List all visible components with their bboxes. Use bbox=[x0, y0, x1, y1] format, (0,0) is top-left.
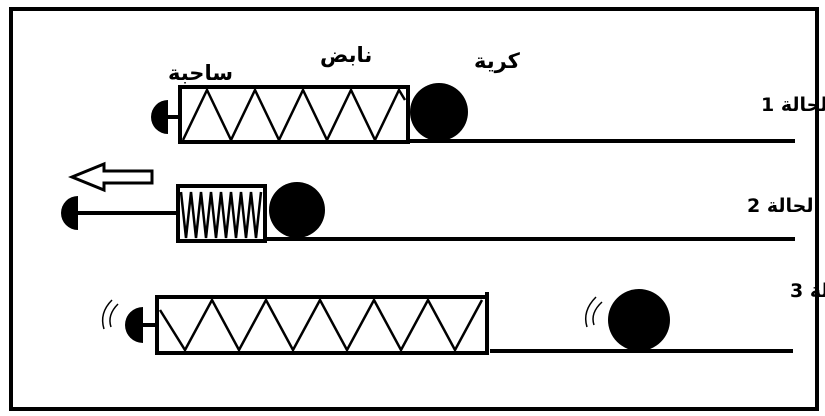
label-spring: نابض bbox=[320, 43, 372, 67]
case-2-puller bbox=[61, 196, 178, 230]
case-2-ball bbox=[269, 182, 325, 238]
case-3-puller bbox=[125, 307, 157, 343]
case-1-ball bbox=[410, 83, 468, 141]
label-ball: كرية bbox=[474, 49, 521, 73]
case-3-label: الحالة 3 bbox=[790, 280, 825, 302]
vibration-lines-icon bbox=[584, 296, 603, 328]
case-1-puller bbox=[151, 100, 180, 134]
case-3-spring-coil bbox=[158, 297, 484, 353]
case-1: الحالة 1 bbox=[151, 83, 825, 144]
label-puller: ساحبة bbox=[168, 61, 233, 85]
case-2: الحالة 2 bbox=[61, 161, 820, 243]
case-3-ball bbox=[608, 289, 670, 351]
case-2-spring-coil bbox=[179, 191, 263, 239]
case-1-spring-box bbox=[178, 85, 410, 144]
case-2-label: الحالة 2 bbox=[747, 195, 820, 217]
case-1-label: الحالة 1 bbox=[761, 94, 825, 116]
case-2-spring-box bbox=[176, 184, 267, 243]
vibration-lines-icon bbox=[101, 299, 119, 330]
left-arrow-icon bbox=[68, 161, 154, 193]
case-1-spring-coil bbox=[181, 87, 407, 143]
case-3: الحالة 3 bbox=[101, 280, 825, 355]
diagram-frame bbox=[9, 7, 819, 411]
